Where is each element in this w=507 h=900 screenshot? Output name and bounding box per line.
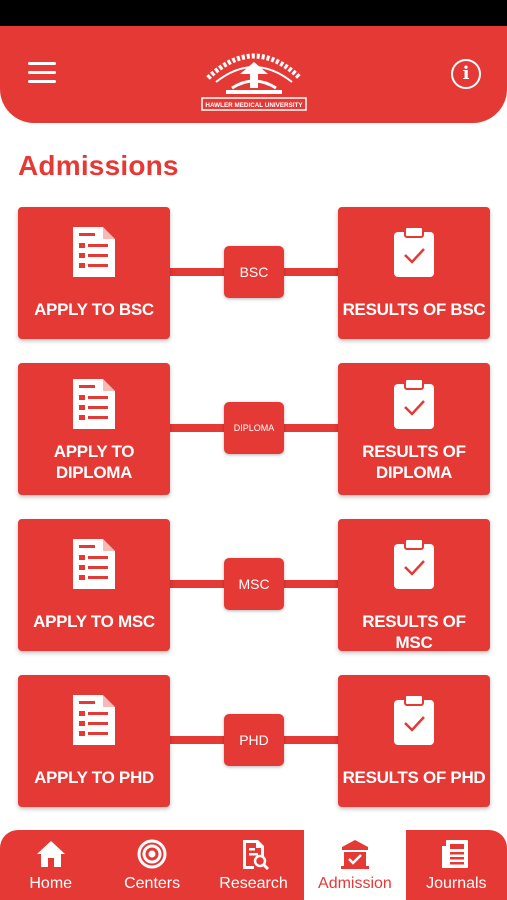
clipboard-check-icon bbox=[391, 377, 437, 431]
nav-label-research: Research bbox=[219, 875, 288, 892]
logo-text: HAWLER MEDICAL UNIVERSITY bbox=[205, 102, 303, 109]
results-msc-button[interactable]: RESULTS OF MSC bbox=[338, 519, 490, 652]
apply-msc-button[interactable]: APPLY TO MSC bbox=[18, 519, 170, 651]
clipboard-check-icon bbox=[391, 225, 437, 279]
home-icon bbox=[36, 841, 65, 867]
admission-row-bsc: APPLY TO BSC BSC RESULTS OF BSC bbox=[0, 207, 507, 339]
admission-row-phd: APPLY TO PHD PHD RESULTS OF PHD bbox=[0, 675, 507, 807]
university-building-icon bbox=[340, 840, 369, 869]
target-icon bbox=[137, 839, 167, 869]
results-diploma-label-line-2: DIPLOMA bbox=[375, 463, 453, 482]
nav-label-home: Home bbox=[29, 875, 73, 892]
university-logo: HAWLER MEDICAL UNIVERSITY bbox=[196, 38, 312, 114]
apply-diploma-label-line-1: APPLY TO bbox=[53, 442, 135, 461]
results-bsc-label: RESULTS OF BSC bbox=[342, 300, 486, 319]
nav-item-centers[interactable]: Centers bbox=[101, 830, 202, 900]
document-icon bbox=[71, 693, 117, 747]
apply-phd-label: APPLY TO PHD bbox=[34, 768, 154, 787]
bottom-nav: Home Centers Research Admission bbox=[0, 830, 507, 900]
document-icon bbox=[71, 537, 117, 591]
document-icon bbox=[71, 377, 117, 431]
apply-bsc-button[interactable]: APPLY TO BSC bbox=[18, 207, 170, 339]
results-diploma-label-line-1: RESULTS OF bbox=[362, 442, 466, 461]
apply-msc-label: APPLY TO MSC bbox=[33, 612, 155, 631]
results-diploma-label: RESULTS OF DIPLOMA bbox=[342, 441, 486, 483]
nav-item-admission[interactable]: Admission bbox=[304, 830, 406, 900]
admission-row-diploma: APPLY TO DIPLOMA DIPLOMA RESULTS OF DIPL… bbox=[0, 363, 507, 495]
hamburger-menu-icon[interactable] bbox=[28, 62, 58, 86]
apply-bsc-label: APPLY TO BSC bbox=[34, 300, 154, 319]
nav-item-home[interactable]: Home bbox=[0, 830, 101, 900]
results-bsc-button[interactable]: RESULTS OF BSC bbox=[338, 207, 490, 339]
app-header: HAWLER MEDICAL UNIVERSITY i bbox=[0, 26, 507, 123]
level-badge-phd: PHD bbox=[224, 714, 284, 766]
apply-diploma-button[interactable]: APPLY TO DIPLOMA bbox=[18, 363, 170, 495]
clipboard-check-icon bbox=[391, 693, 437, 747]
clipboard-check-icon bbox=[391, 537, 437, 591]
nav-item-research[interactable]: Research bbox=[203, 830, 304, 900]
results-phd-label: RESULTS OF PHD bbox=[342, 768, 486, 787]
page-title: Admissions bbox=[18, 150, 179, 181]
results-msc-label: RESULTS OF MSC bbox=[362, 612, 466, 652]
results-diploma-button[interactable]: RESULTS OF DIPLOMA bbox=[338, 363, 490, 495]
apply-phd-button[interactable]: APPLY TO PHD bbox=[18, 675, 170, 807]
document-icon bbox=[71, 225, 117, 279]
newspaper-icon bbox=[442, 840, 469, 868]
admission-row-msc: APPLY TO MSC MSC RESULTS OF MSC bbox=[0, 519, 507, 652]
info-icon[interactable]: i bbox=[451, 59, 481, 89]
apply-diploma-label-line-2: DIPLOMA bbox=[55, 463, 133, 482]
level-badge-diploma: DIPLOMA bbox=[224, 402, 284, 454]
status-bar bbox=[0, 0, 507, 26]
level-badge-msc: MSC bbox=[224, 558, 284, 610]
apply-diploma-label: APPLY TO DIPLOMA bbox=[22, 441, 166, 483]
nav-item-journals[interactable]: Journals bbox=[406, 830, 507, 900]
results-phd-button[interactable]: RESULTS OF PHD bbox=[338, 675, 490, 807]
nav-label-admission: Admission bbox=[318, 875, 392, 892]
level-badge-bsc: BSC bbox=[224, 246, 284, 298]
nav-label-journals: Journals bbox=[426, 875, 487, 892]
nav-label-centers: Centers bbox=[124, 875, 181, 892]
document-search-icon bbox=[242, 840, 269, 870]
